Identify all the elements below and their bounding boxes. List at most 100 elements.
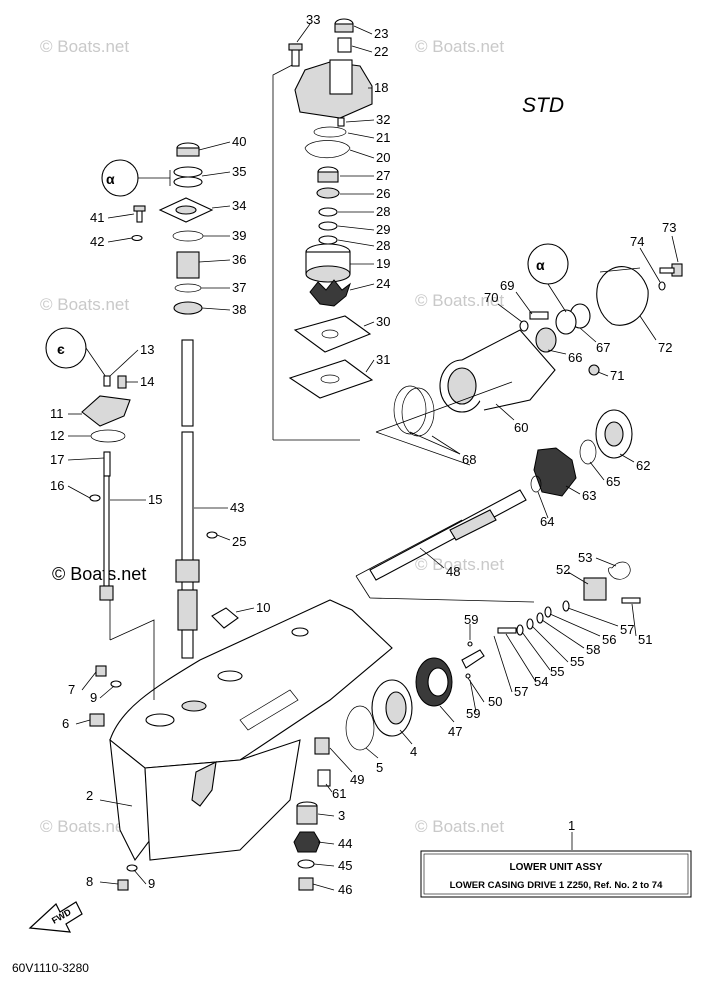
part-number: 7	[68, 682, 75, 697]
svg-text:є: є	[57, 341, 65, 357]
assembly-ref-number: 1	[568, 818, 575, 833]
part-number: 20	[376, 150, 390, 165]
part-number: 67	[596, 340, 610, 355]
prop-shaft-group	[345, 409, 641, 751]
drive-shaft-group: α	[101, 142, 239, 659]
assembly-reference-box: 1 LOWER UNIT ASSY LOWER CASING DRIVE 1 Z…	[420, 818, 692, 898]
part-number-labels: 33 23 22 18 32 21 20 27 26 28 29 28 19 2…	[50, 12, 676, 897]
part-number: 32	[376, 112, 390, 127]
part-number: 45	[338, 858, 352, 873]
part-number: 46	[338, 882, 352, 897]
part-number: 37	[232, 280, 246, 295]
part-number: 41	[90, 210, 104, 225]
watermark: © Boats.net	[415, 555, 504, 574]
part-number: 13	[140, 342, 154, 357]
part-number: 8	[86, 874, 93, 889]
part-number: 57	[514, 684, 528, 699]
assembly-title: LOWER UNIT ASSY	[510, 862, 603, 873]
part-number: 44	[338, 836, 352, 851]
part-number: 52	[556, 562, 570, 577]
part-number: 5	[376, 760, 383, 775]
part-number: 69	[500, 278, 514, 293]
watermark: © Boats.net	[415, 291, 504, 310]
part-number: 23	[374, 26, 388, 41]
part-number: 54	[534, 674, 548, 689]
part-number: 49	[350, 772, 364, 787]
watermark-dark: © Boats.net	[52, 564, 146, 584]
part-number: 73	[662, 220, 676, 235]
part-number: 59	[464, 612, 478, 627]
part-number: 61	[332, 786, 346, 801]
svg-text:α: α	[536, 257, 545, 273]
part-number: 2	[86, 788, 93, 803]
fwd-arrow-icon: FWD	[28, 901, 83, 933]
part-number: 66	[568, 350, 582, 365]
part-number: 33	[306, 12, 320, 27]
part-number: 60	[514, 420, 528, 435]
part-number: 36	[232, 252, 246, 267]
part-number: 9	[90, 690, 97, 705]
part-number: 71	[610, 368, 624, 383]
part-number: 74	[630, 234, 644, 249]
part-number: 50	[488, 694, 502, 709]
gear-case	[89, 599, 393, 891]
part-number: 64	[540, 514, 554, 529]
part-number: 11	[50, 406, 64, 421]
watermark: © Boats.net	[40, 37, 129, 56]
part-number: 40	[232, 134, 246, 149]
drawing-code: 60V1110-3280	[12, 961, 89, 975]
watermark-group: © Boats.net © Boats.net © Boats.net © Bo…	[40, 37, 504, 836]
part-number: 12	[50, 428, 64, 443]
part-number: 68	[462, 452, 476, 467]
part-number: 6	[62, 716, 69, 731]
watermark: © Boats.net	[415, 817, 504, 836]
part-number: 57	[620, 622, 634, 637]
part-number: 47	[448, 724, 462, 739]
part-number: 10	[256, 600, 270, 615]
part-number: 31	[376, 352, 390, 367]
part-number: 28	[376, 204, 390, 219]
part-number: 51	[638, 632, 652, 647]
part-number: 17	[50, 452, 64, 467]
part-number: 25	[232, 534, 246, 549]
part-number: 62	[636, 458, 650, 473]
part-number: 26	[376, 186, 390, 201]
part-number: 28	[376, 238, 390, 253]
part-number: 30	[376, 314, 390, 329]
part-number: 55	[570, 654, 584, 669]
part-number: 18	[374, 80, 388, 95]
part-number: 59	[466, 706, 480, 721]
part-number: 29	[376, 222, 390, 237]
part-number: 3	[338, 808, 345, 823]
part-number: 53	[578, 550, 592, 565]
part-number: 35	[232, 164, 246, 179]
part-number: 42	[90, 234, 104, 249]
part-number: 48	[446, 564, 460, 579]
part-number: 21	[376, 130, 390, 145]
part-number: 4	[410, 744, 417, 759]
part-number: 14	[140, 374, 154, 389]
leader-lines	[67, 23, 679, 891]
part-number: 38	[232, 302, 246, 317]
water-pump-group	[272, 18, 374, 441]
part-number: 27	[376, 168, 390, 183]
shift-rod-group: є	[45, 327, 131, 601]
part-number: 24	[376, 276, 390, 291]
part-number: 15	[148, 492, 162, 507]
part-number: 19	[376, 256, 390, 271]
watermark: © Boats.net	[40, 295, 129, 314]
part-number: 72	[658, 340, 672, 355]
svg-text:α: α	[106, 171, 115, 187]
assembly-subtitle: LOWER CASING DRIVE 1 Z250, Ref. No. 2 to…	[450, 880, 663, 891]
part-number: 9	[148, 876, 155, 891]
watermark: © Boats.net	[40, 817, 129, 836]
part-number: 63	[582, 488, 596, 503]
prop-shaft-housing-group: α	[375, 243, 683, 466]
part-number: 65	[606, 474, 620, 489]
pinion-group	[293, 737, 331, 891]
part-number: 58	[586, 642, 600, 657]
part-number: 43	[230, 500, 244, 515]
part-number: 56	[602, 632, 616, 647]
part-number: 39	[232, 228, 246, 243]
